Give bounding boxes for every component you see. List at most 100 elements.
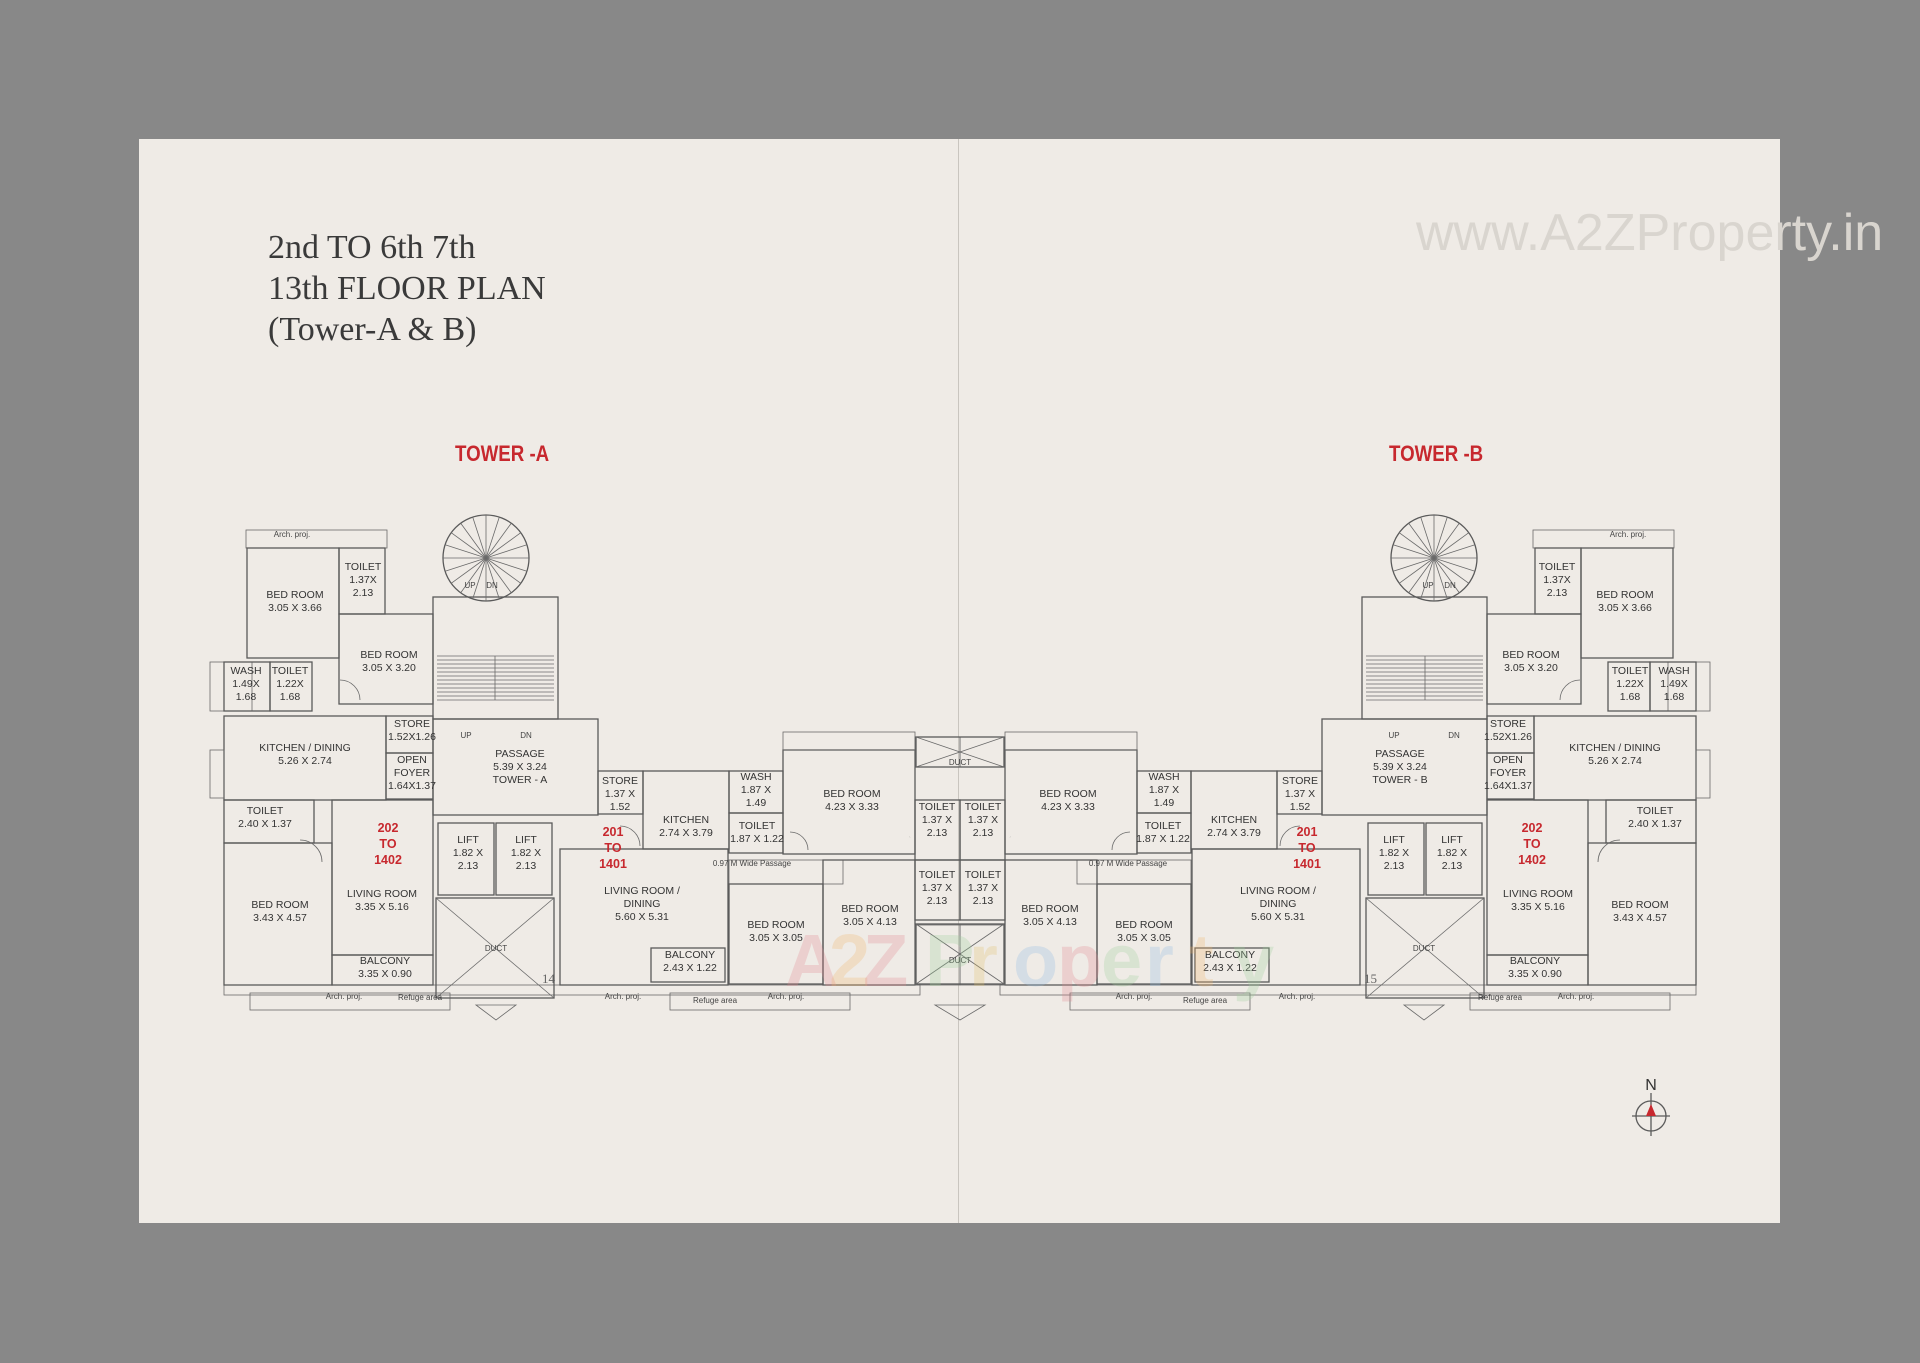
tower-b-unit_left-line: 202: [1522, 821, 1543, 835]
spiral-tread: [1408, 557, 1435, 594]
tower-b-passage-small-line: 0.97 M Wide Passage: [1089, 859, 1168, 868]
duct-label: DUCT: [949, 956, 971, 965]
tower-a-bed4-line: BED ROOM: [823, 788, 880, 800]
arch-proj-label: Arch. proj.: [274, 530, 310, 539]
tower-b-balcony2-line: BALCONY: [1205, 949, 1255, 961]
wall: [559, 848, 729, 986]
tower-b-bed6-line: BED ROOM: [1021, 903, 1078, 915]
tower-a-balcony-line: BALCONY: [360, 955, 410, 967]
tower-b-toilet4-line: 1.87 X 1.22: [1136, 833, 1190, 845]
door-swing: [789, 831, 809, 851]
tower-b-bed2-line: BED ROOM: [1502, 649, 1559, 661]
page-spine: [958, 139, 959, 1223]
stair-dn-label: DN: [1444, 581, 1456, 590]
tower-a-toilet_c1-line: 1.37 X: [922, 814, 952, 826]
tower-b-bed5-line: BED ROOM: [1115, 919, 1172, 931]
tower-b-passage-line: PASSAGE: [1375, 748, 1424, 760]
tower-a-wash2-line: 1.49: [746, 797, 767, 809]
door-swing: [1597, 839, 1621, 863]
tower-a-living-line: 3.35 X 5.16: [355, 901, 409, 913]
tower-a-toilet4-line: 1.87 X 1.22: [730, 833, 784, 845]
tower-a-toilet_c1-line: 2.13: [927, 827, 948, 839]
wall: [331, 954, 434, 986]
tower-a-kitchen-line: 2.74 X 3.79: [659, 827, 713, 839]
tower-a-living2-line: DINING: [624, 898, 661, 910]
stair-dn-label: DN: [486, 581, 498, 590]
stair-up-label: UP: [1422, 581, 1433, 590]
wall: [959, 859, 1006, 921]
tower-b-open_foyer-line: OPEN: [1493, 754, 1523, 766]
duct-box: [959, 924, 1006, 986]
tower-a-bed4-line: 4.23 X 3.33: [825, 801, 879, 813]
tower-b-lift2-line: LIFT: [1383, 834, 1405, 846]
tower-b-kitchen-line: 2.74 X 3.79: [1207, 827, 1261, 839]
center-duct: [915, 736, 1005, 768]
spiral-tread: [1420, 557, 1435, 600]
tower-b-bed3-line: 3.43 X 4.57: [1613, 912, 1667, 924]
tower-b-wash-line: 1.68: [1664, 691, 1685, 703]
arch-projection: [1069, 992, 1251, 1011]
tower-a-bed3-line: 3.43 X 4.57: [253, 912, 307, 924]
tower-a-wing: [209, 514, 1011, 1021]
tower-b-open_foyer-line: 1.64X1.37: [1484, 780, 1532, 792]
wall: [269, 661, 313, 712]
tower-b-lift1-line: LIFT: [1441, 834, 1463, 846]
door-swing: [339, 679, 361, 701]
tower-b-bed3-line: BED ROOM: [1611, 899, 1668, 911]
door-swing: [299, 839, 323, 863]
tower-b-lift2-line: 2.13: [1384, 860, 1405, 872]
tower-a-store2-line: 1.37 X: [605, 788, 635, 800]
arch-projection: [1004, 731, 1138, 751]
title-line-3: (Tower-A & B): [268, 311, 477, 348]
tower-a-kitchen-line: KITCHEN: [663, 814, 709, 826]
north-compass-icon: N: [1632, 1077, 1670, 1136]
title-line-2: 13th FLOOR PLAN: [268, 270, 546, 307]
tower-a-toilet2-line: TOILET: [272, 665, 309, 677]
arch-projection: [249, 992, 451, 1011]
arch-proj-label: Arch. proj.: [1116, 992, 1152, 1001]
tower-a-balcony2-line: 2.43 X 1.22: [663, 962, 717, 974]
watermark-letter: 2: [829, 919, 870, 1002]
tower-b-bed1-line: 3.05 X 3.66: [1598, 602, 1652, 614]
tower-b-living2-line: LIVING ROOM /: [1240, 885, 1316, 897]
tower-a-passage-line: TOWER - A: [493, 774, 548, 786]
tower-a-unit_left-line: TO: [379, 837, 396, 851]
tower-b-toilet2-line: 1.68: [1620, 691, 1641, 703]
spiral-tread: [450, 557, 487, 584]
tower-b-toilet3-line: 2.40 X 1.37: [1628, 818, 1682, 830]
tower-b-unit_right-line: TO: [1298, 841, 1315, 855]
arch-proj-label: Arch. proj.: [1279, 992, 1315, 1001]
tower-a-bed2-line: BED ROOM: [360, 649, 417, 661]
arch-proj-label: Arch. proj.: [605, 992, 641, 1001]
tower-a-lift2-line: 1.82 X: [511, 847, 541, 859]
tower-a-bed1-line: 3.05 X 3.66: [268, 602, 322, 614]
tower-b-wash2-line: 1.49: [1154, 797, 1175, 809]
spiral-tread: [485, 516, 500, 559]
spiral-tread: [1433, 557, 1476, 572]
tower-a-store2-line: STORE: [602, 775, 638, 787]
tower-a-toilet_c2-line: TOILET: [919, 869, 956, 881]
spiral-tread: [485, 532, 522, 559]
watermark-url: www.A2ZProperty.in: [1416, 204, 1884, 262]
